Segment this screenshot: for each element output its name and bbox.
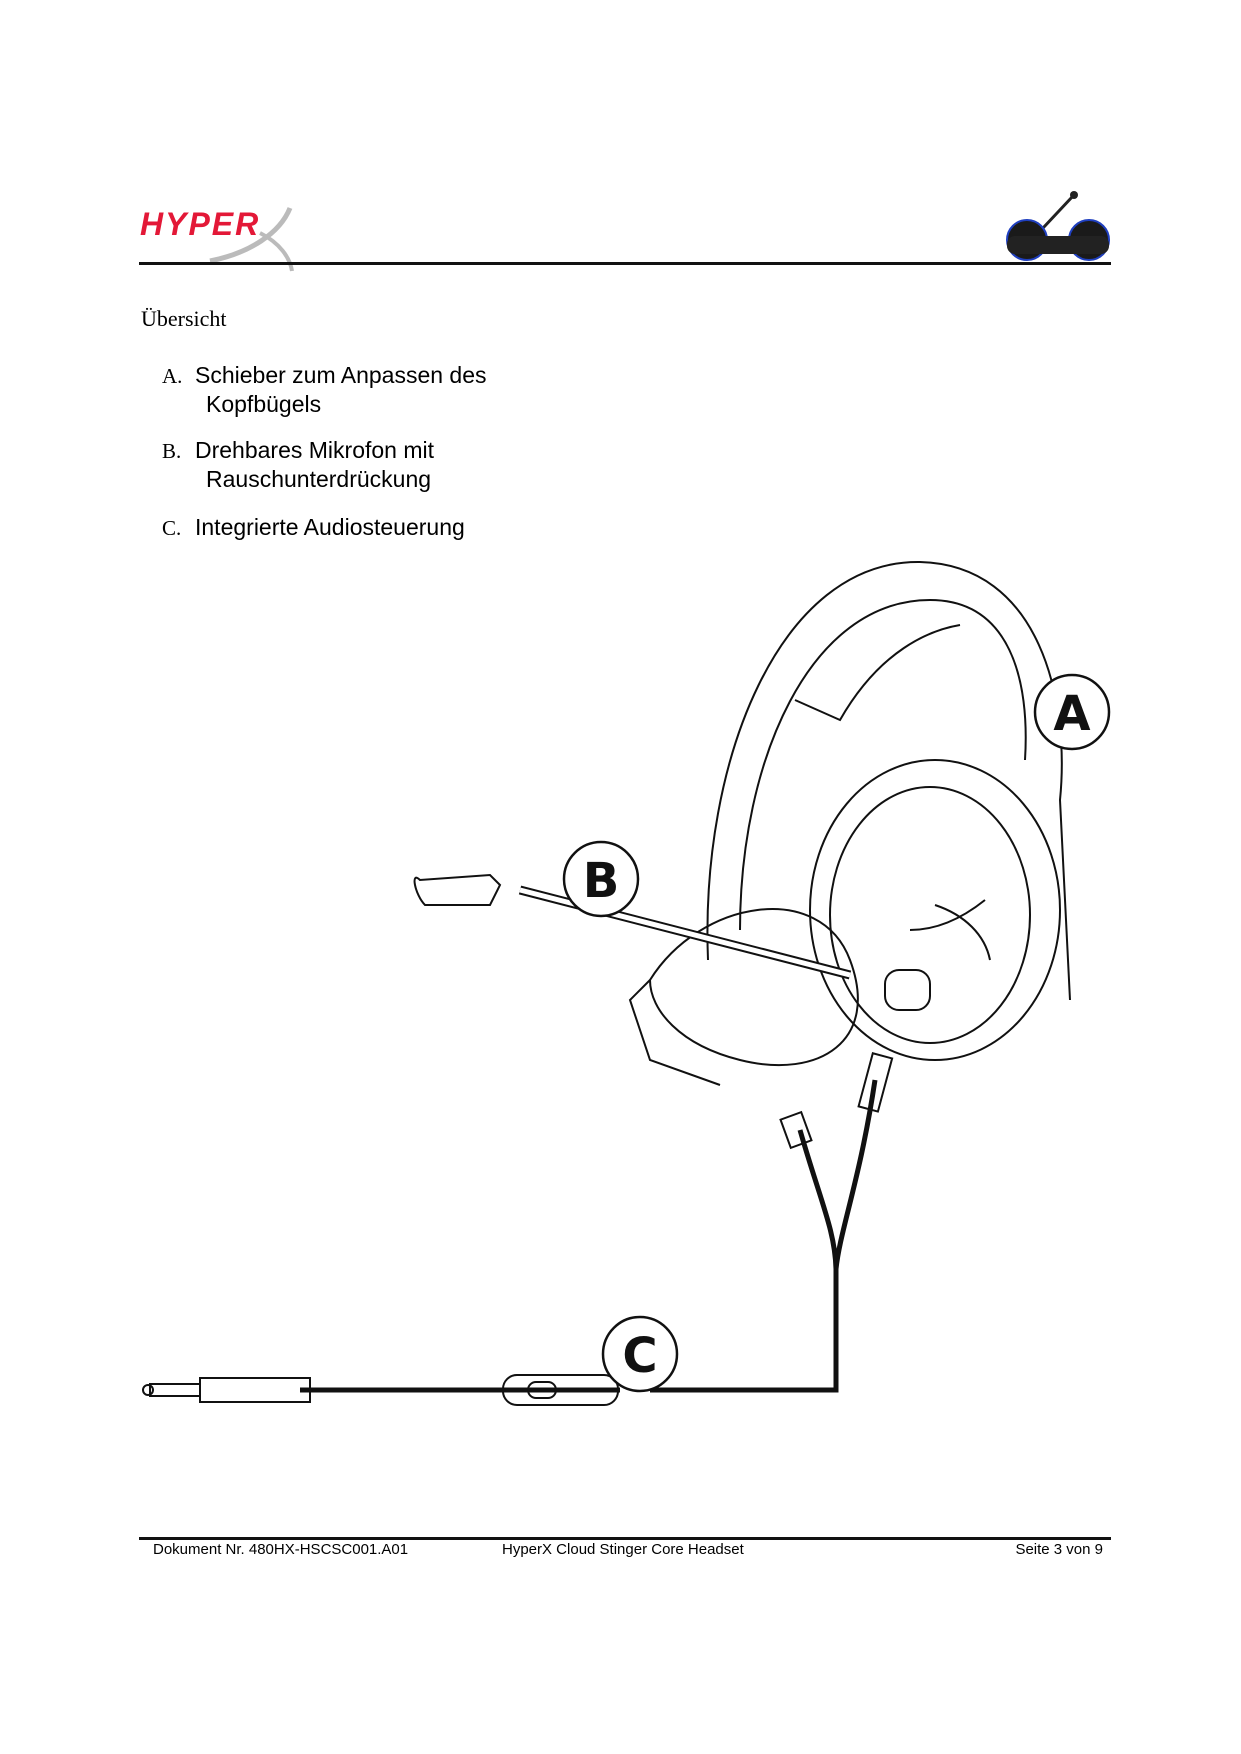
item-letter: A. [162,364,183,388]
footer-doc-number: Dokument Nr. 480HX-HSCSC001.A01 [153,1541,409,1558]
headband [706,560,1071,1001]
item-text: Schieber zum Anpassen des [195,362,487,388]
list-item: B. Drehbares Mikrofon mit Rauschunterdrüc… [162,436,434,493]
footer-product: HyperX Cloud Stinger Core Headset [502,1541,744,1558]
item-text-cont: Kopfbügels [206,391,322,417]
footer-page: Seite 3 von 9 [1015,1541,1103,1558]
callout-a: A [1053,686,1090,742]
item-letter: B. [162,439,182,463]
list-item: C. Integrierte Audiosteuerung [162,513,465,542]
item-text: Integrierte Audiosteuerung [195,514,465,540]
hyperx-logo-icon: HYPER [140,206,294,272]
item-letter: C. [162,516,182,540]
headset-thumbnail [1003,190,1113,262]
list-item: A. Schieber zum Anpassen des Kopfbügels [162,361,487,418]
header-rule [139,262,1111,265]
audio-plug [199,1377,311,1403]
item-text: Drehbares Mikrofon mit [195,437,435,463]
footer-rule [139,1537,1111,1540]
hx-logo-icon [909,899,991,961]
callout-c-circle [601,1315,679,1393]
section-heading: Übersicht [141,306,227,331]
svg-text:HYPER: HYPER [140,206,260,242]
callout-c: C [622,1328,657,1384]
inline-control [502,1374,619,1406]
callout-b: B [583,853,620,909]
ear-cup [809,759,1061,1061]
hyperx-logo: HYPER [140,203,340,282]
callout-a-circle [1033,673,1111,751]
item-text-cont: Rauschunterdrückung [206,466,432,492]
headset-icon [1006,191,1110,261]
cable [650,1079,878,1393]
callout-b-circle [562,840,640,918]
